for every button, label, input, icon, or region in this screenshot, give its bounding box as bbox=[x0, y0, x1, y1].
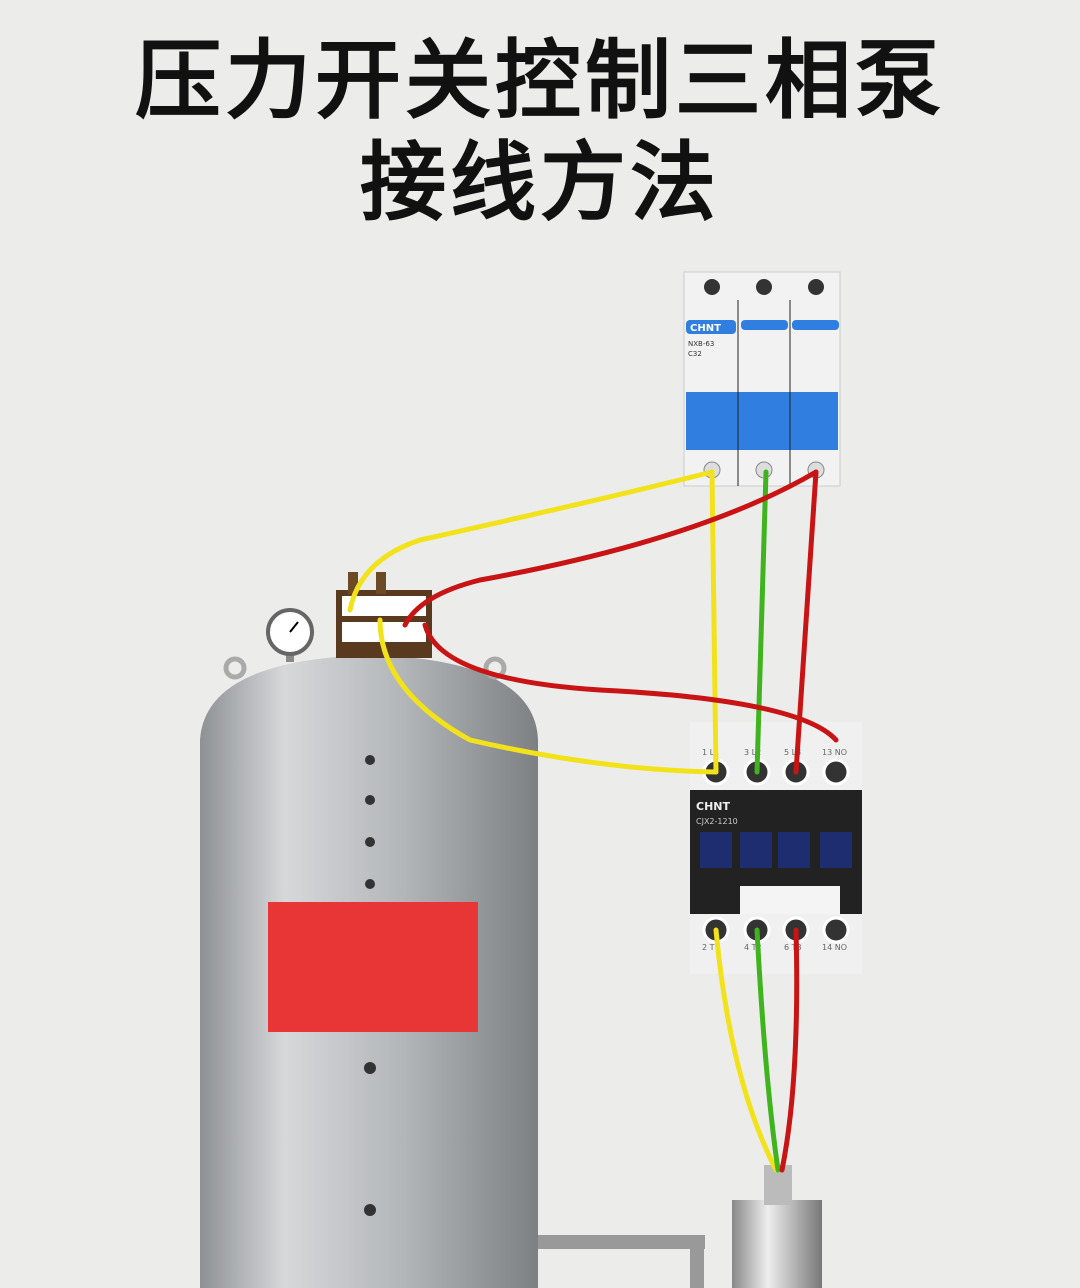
circuit-breaker: CHNT NXB-63 C32 bbox=[683, 271, 841, 487]
title-line-2: 接线方法 bbox=[360, 133, 720, 233]
terminal-label: 1 L1 bbox=[702, 748, 719, 757]
title-line-1: 压力开关控制三相泵 bbox=[135, 31, 945, 131]
breaker-rating: C32 bbox=[688, 350, 702, 358]
terminal-label: 2 T1 bbox=[702, 943, 720, 952]
terminal-label: 13 NO bbox=[822, 748, 847, 757]
pressure-tank bbox=[200, 655, 705, 1288]
wire-red-breaker-contactor bbox=[793, 469, 819, 775]
contactor-model: CJX2-1210 bbox=[696, 817, 738, 826]
breaker-brand: CHNT bbox=[690, 323, 721, 334]
pump bbox=[732, 1165, 822, 1288]
wire-green-pump bbox=[754, 927, 781, 1173]
wire-red-breaker-switch bbox=[402, 469, 819, 628]
wire-red-pump bbox=[779, 927, 800, 1173]
wire-red-switch-contactor bbox=[422, 622, 839, 743]
terminal-label: 14 NO bbox=[822, 943, 847, 952]
tank-label bbox=[268, 902, 478, 1032]
breaker-handles[interactable] bbox=[686, 392, 838, 450]
contactor-brand: CHNT bbox=[696, 800, 730, 813]
terminal-label: 6 T3 bbox=[784, 943, 802, 952]
wire-yellow-breaker-switch bbox=[347, 469, 715, 613]
pressure-gauge bbox=[266, 608, 314, 662]
wire-yellow-pump bbox=[713, 927, 779, 1173]
wires bbox=[347, 469, 839, 1173]
terminal-label: 4 T2 bbox=[744, 943, 762, 952]
terminal-label: 3 L2 bbox=[744, 748, 761, 757]
breaker-model: NXB-63 bbox=[688, 340, 714, 348]
terminal-label: 5 L3 bbox=[784, 748, 801, 757]
wire-yellow-switch-contactor bbox=[377, 617, 719, 775]
wire-green bbox=[754, 469, 769, 775]
